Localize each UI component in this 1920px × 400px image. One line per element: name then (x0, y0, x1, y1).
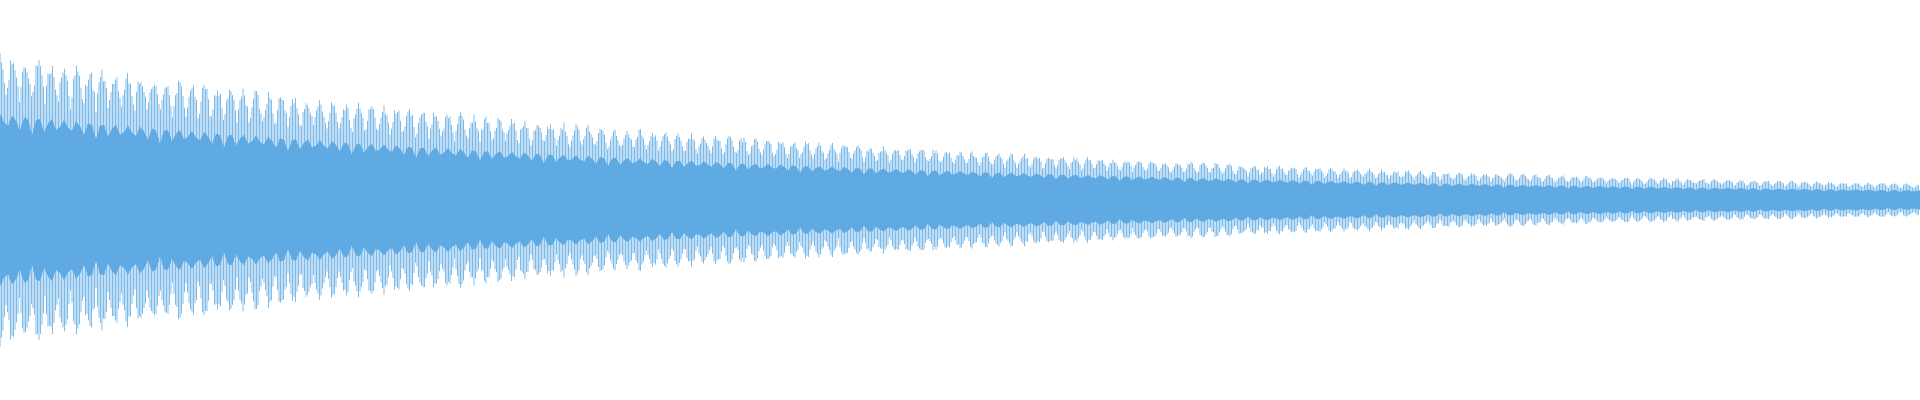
waveform-core (0, 113, 1920, 287)
